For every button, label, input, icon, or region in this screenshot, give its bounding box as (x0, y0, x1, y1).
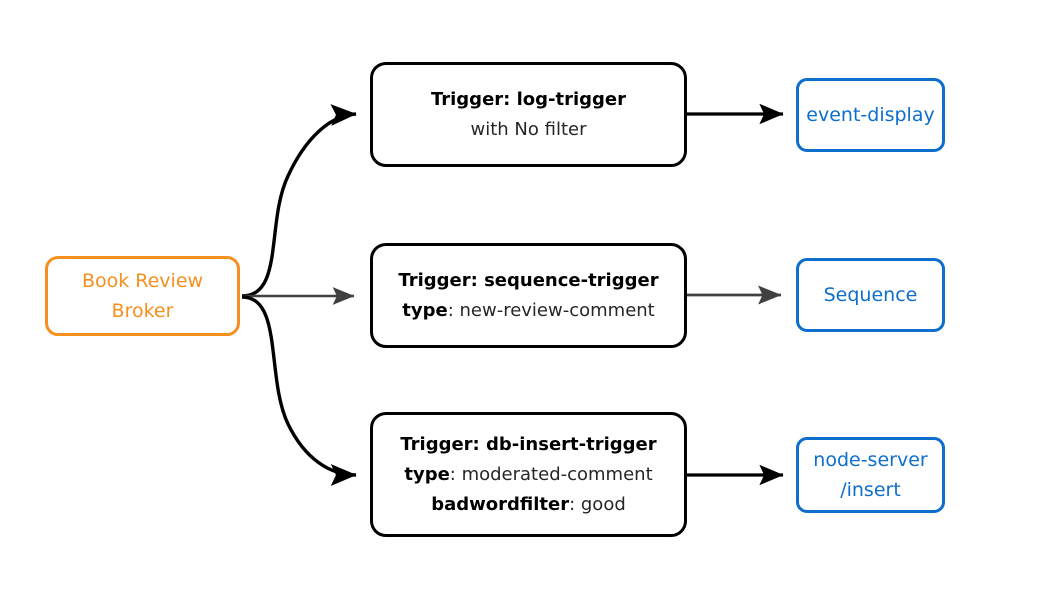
trigger-dbinsert-detail-key: type (404, 463, 450, 485)
node-trigger-sequence-trigger[interactable]: Trigger: sequence-trigger type: new-revi… (370, 243, 687, 348)
trigger-dbinsert-extra: badwordfilter: good (431, 490, 626, 520)
node-trigger-log-trigger[interactable]: Trigger: log-trigger with No filter (370, 62, 687, 167)
node-trigger-db-insert-trigger[interactable]: Trigger: db-insert-trigger type: moderat… (370, 412, 687, 537)
event-display-label: event-display (806, 104, 935, 126)
node-event-display[interactable]: event-display (796, 78, 945, 152)
trigger-dbinsert-extra-value: : good (569, 493, 626, 515)
trigger-dbinsert-extra-key: badwordfilter (431, 493, 570, 515)
edge-broker-to-trigger-log (241, 104, 357, 298)
trigger-log-title: Trigger: log-trigger (430, 88, 627, 110)
node-node-server-insert[interactable]: node-server /insert (796, 437, 945, 513)
trigger-sequence-detail: type: new-review-comment (402, 296, 654, 326)
node-server-label-line-1: node-server (813, 449, 928, 471)
trigger-sequence-detail-value: : new-review-comment (447, 299, 655, 321)
broker-label-line-2: Broker (111, 300, 174, 322)
trigger-log-detail: with No filter (471, 115, 587, 145)
trigger-dbinsert-detail-value: : moderated-comment (449, 463, 653, 485)
trigger-dbinsert-detail: type: moderated-comment (404, 460, 652, 490)
node-sequence[interactable]: Sequence (796, 258, 945, 332)
edge-broker-to-trigger-dbinsert (241, 295, 357, 486)
node-book-review-broker[interactable]: Book Review Broker (45, 256, 240, 336)
trigger-sequence-title: Trigger: sequence-trigger (398, 269, 659, 291)
sequence-label: Sequence (823, 284, 918, 306)
trigger-sequence-detail-key: type (402, 299, 448, 321)
trigger-dbinsert-title: Trigger: db-insert-trigger (400, 433, 657, 455)
node-server-label-line-2: /insert (840, 479, 901, 501)
broker-label-line-1: Book Review (81, 270, 204, 292)
trigger-log-detail-value: with No filter (470, 118, 587, 140)
